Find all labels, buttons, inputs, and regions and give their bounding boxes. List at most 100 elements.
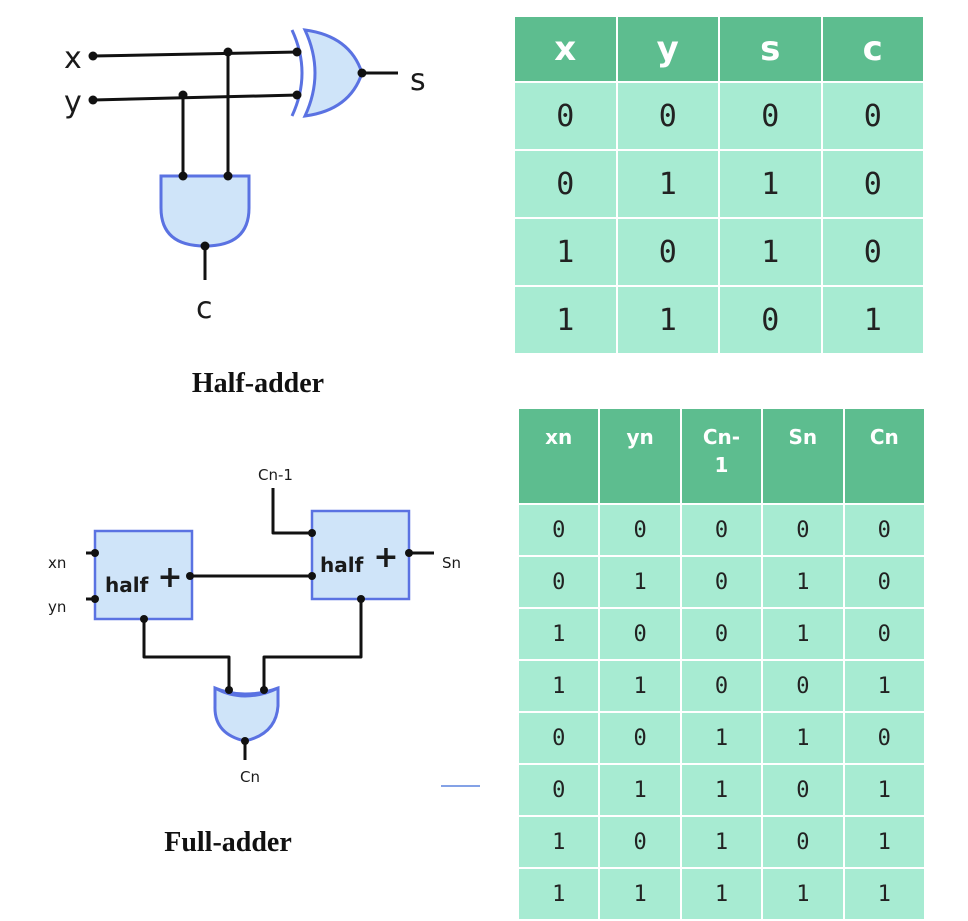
junction-dot — [88, 95, 98, 105]
label-s: s — [410, 63, 426, 98]
junction-dot — [357, 68, 367, 78]
junction-dot — [223, 171, 233, 181]
junction-dot — [91, 549, 99, 557]
table-cell: 0 — [761, 503, 845, 557]
table-cell: 1 — [761, 867, 845, 921]
junction-dot — [200, 241, 210, 251]
label-cn-minus-1: Cn-1 — [258, 466, 293, 484]
column-header: x — [513, 15, 618, 83]
table-cell: 1 — [598, 763, 682, 817]
table-row: 0 1 1 0 1 — [516, 763, 927, 817]
table-cell: 1 — [513, 285, 618, 355]
table-cell: 0 — [598, 607, 682, 661]
table-row: 1 0 1 0 — [513, 217, 925, 287]
column-header: Cn — [842, 407, 927, 505]
column-header: Sn — [761, 407, 845, 505]
table-cell: 1 — [679, 763, 764, 817]
table-cell: 0 — [615, 81, 720, 151]
junction-dot — [357, 595, 365, 603]
table-cell: 1 — [513, 217, 618, 287]
block-2-plus-icon: + — [373, 540, 398, 575]
or-gate — [213, 685, 280, 743]
full-adder-diagram: half + half + xn yn Cn-1 Sn Cn Full-adde… — [48, 466, 480, 858]
half-adder-truth-table: x y s c 0 0 0 0 0 1 1 0 1 0 1 0 1 1 0 1 — [513, 15, 925, 355]
junction-dot — [178, 90, 188, 100]
table-row: 1 0 1 0 1 — [516, 815, 927, 869]
table-cell: 0 — [842, 711, 927, 765]
table-cell: 1 — [516, 815, 601, 869]
table-cell: 0 — [718, 81, 823, 151]
full-adder-truth-table: xn yn Cn- 1 Sn Cn 0 0 0 0 0 0 1 0 1 0 1 … — [516, 407, 927, 921]
junction-dot — [223, 47, 233, 57]
xor-gate-back-arc — [290, 29, 304, 117]
wire-y — [92, 93, 299, 102]
table-cell: 0 — [718, 285, 823, 355]
junction-dot — [405, 549, 413, 557]
table-cell: 0 — [761, 815, 845, 869]
junction-dot — [186, 572, 194, 580]
full-adder-caption: Full-adder — [164, 827, 292, 858]
table-cell: 0 — [679, 503, 764, 557]
label-c: c — [196, 291, 213, 326]
junction-dot — [91, 595, 99, 603]
table-row: 0 1 1 0 — [513, 149, 925, 219]
table-cell: 0 — [820, 217, 925, 287]
label-yn: yn — [48, 598, 66, 616]
table-cell: 0 — [598, 711, 682, 765]
table-cell: 0 — [598, 815, 682, 869]
wire-carry-2 — [262, 599, 363, 690]
table-row: 1 1 1 1 1 — [516, 867, 927, 921]
label-xn: xn — [48, 554, 66, 572]
table-row: 0 0 0 0 — [513, 81, 925, 151]
table-row: 1 1 0 1 — [513, 285, 925, 355]
table-cell: 0 — [842, 503, 927, 557]
junction-dot — [140, 615, 148, 623]
label-sn: Sn — [442, 554, 461, 572]
table-cell: 1 — [679, 711, 764, 765]
label-x: x — [64, 41, 82, 76]
table-row: 0 1 0 1 0 — [516, 555, 927, 609]
table-cell: 1 — [615, 285, 720, 355]
table-cell: 1 — [679, 867, 764, 921]
table-cell: 0 — [820, 81, 925, 151]
table-cell: 0 — [516, 763, 601, 817]
column-header: xn — [516, 407, 601, 505]
junction-dot — [308, 529, 316, 537]
column-header: c — [820, 15, 925, 83]
table-cell: 0 — [598, 503, 682, 557]
table-cell: 1 — [516, 607, 601, 661]
table-cell: 1 — [761, 607, 845, 661]
label-cn: Cn — [240, 768, 260, 786]
table-cell: 0 — [679, 555, 764, 609]
table-cell: 0 — [842, 555, 927, 609]
half-adder-caption: Half-adder — [192, 368, 324, 399]
table-cell: 1 — [842, 659, 927, 713]
table-row: 0 0 0 0 0 — [516, 503, 927, 557]
table-cell: 0 — [761, 763, 845, 817]
table-cell: 0 — [820, 149, 925, 219]
junction-dot — [88, 51, 98, 61]
full-adder-table-body: 0 0 0 0 0 0 1 0 1 0 1 0 0 1 0 1 1 0 0 1 — [516, 503, 927, 921]
column-header: y — [615, 15, 720, 83]
table-row: 1 0 0 1 0 — [516, 607, 927, 661]
table-cell: 1 — [516, 659, 601, 713]
table-cell: 1 — [820, 285, 925, 355]
column-header: yn — [598, 407, 682, 505]
table-cell: 1 — [516, 867, 601, 921]
table-header-row: x y s c — [513, 15, 925, 83]
table-cell: 1 — [598, 659, 682, 713]
table-cell: 1 — [761, 555, 845, 609]
xor-gate — [302, 28, 364, 118]
table-cell: 1 — [598, 867, 682, 921]
junction-dot — [225, 686, 233, 694]
table-cell: 1 — [842, 763, 927, 817]
junction-dot — [292, 90, 302, 100]
table-cell: 1 — [598, 555, 682, 609]
or-gate-input-arc — [214, 686, 279, 698]
table-cell: 0 — [761, 659, 845, 713]
junction-dot — [260, 686, 268, 694]
wire-x — [92, 50, 299, 58]
table-cell: 0 — [516, 711, 601, 765]
half-adder-block-2 — [310, 509, 411, 601]
